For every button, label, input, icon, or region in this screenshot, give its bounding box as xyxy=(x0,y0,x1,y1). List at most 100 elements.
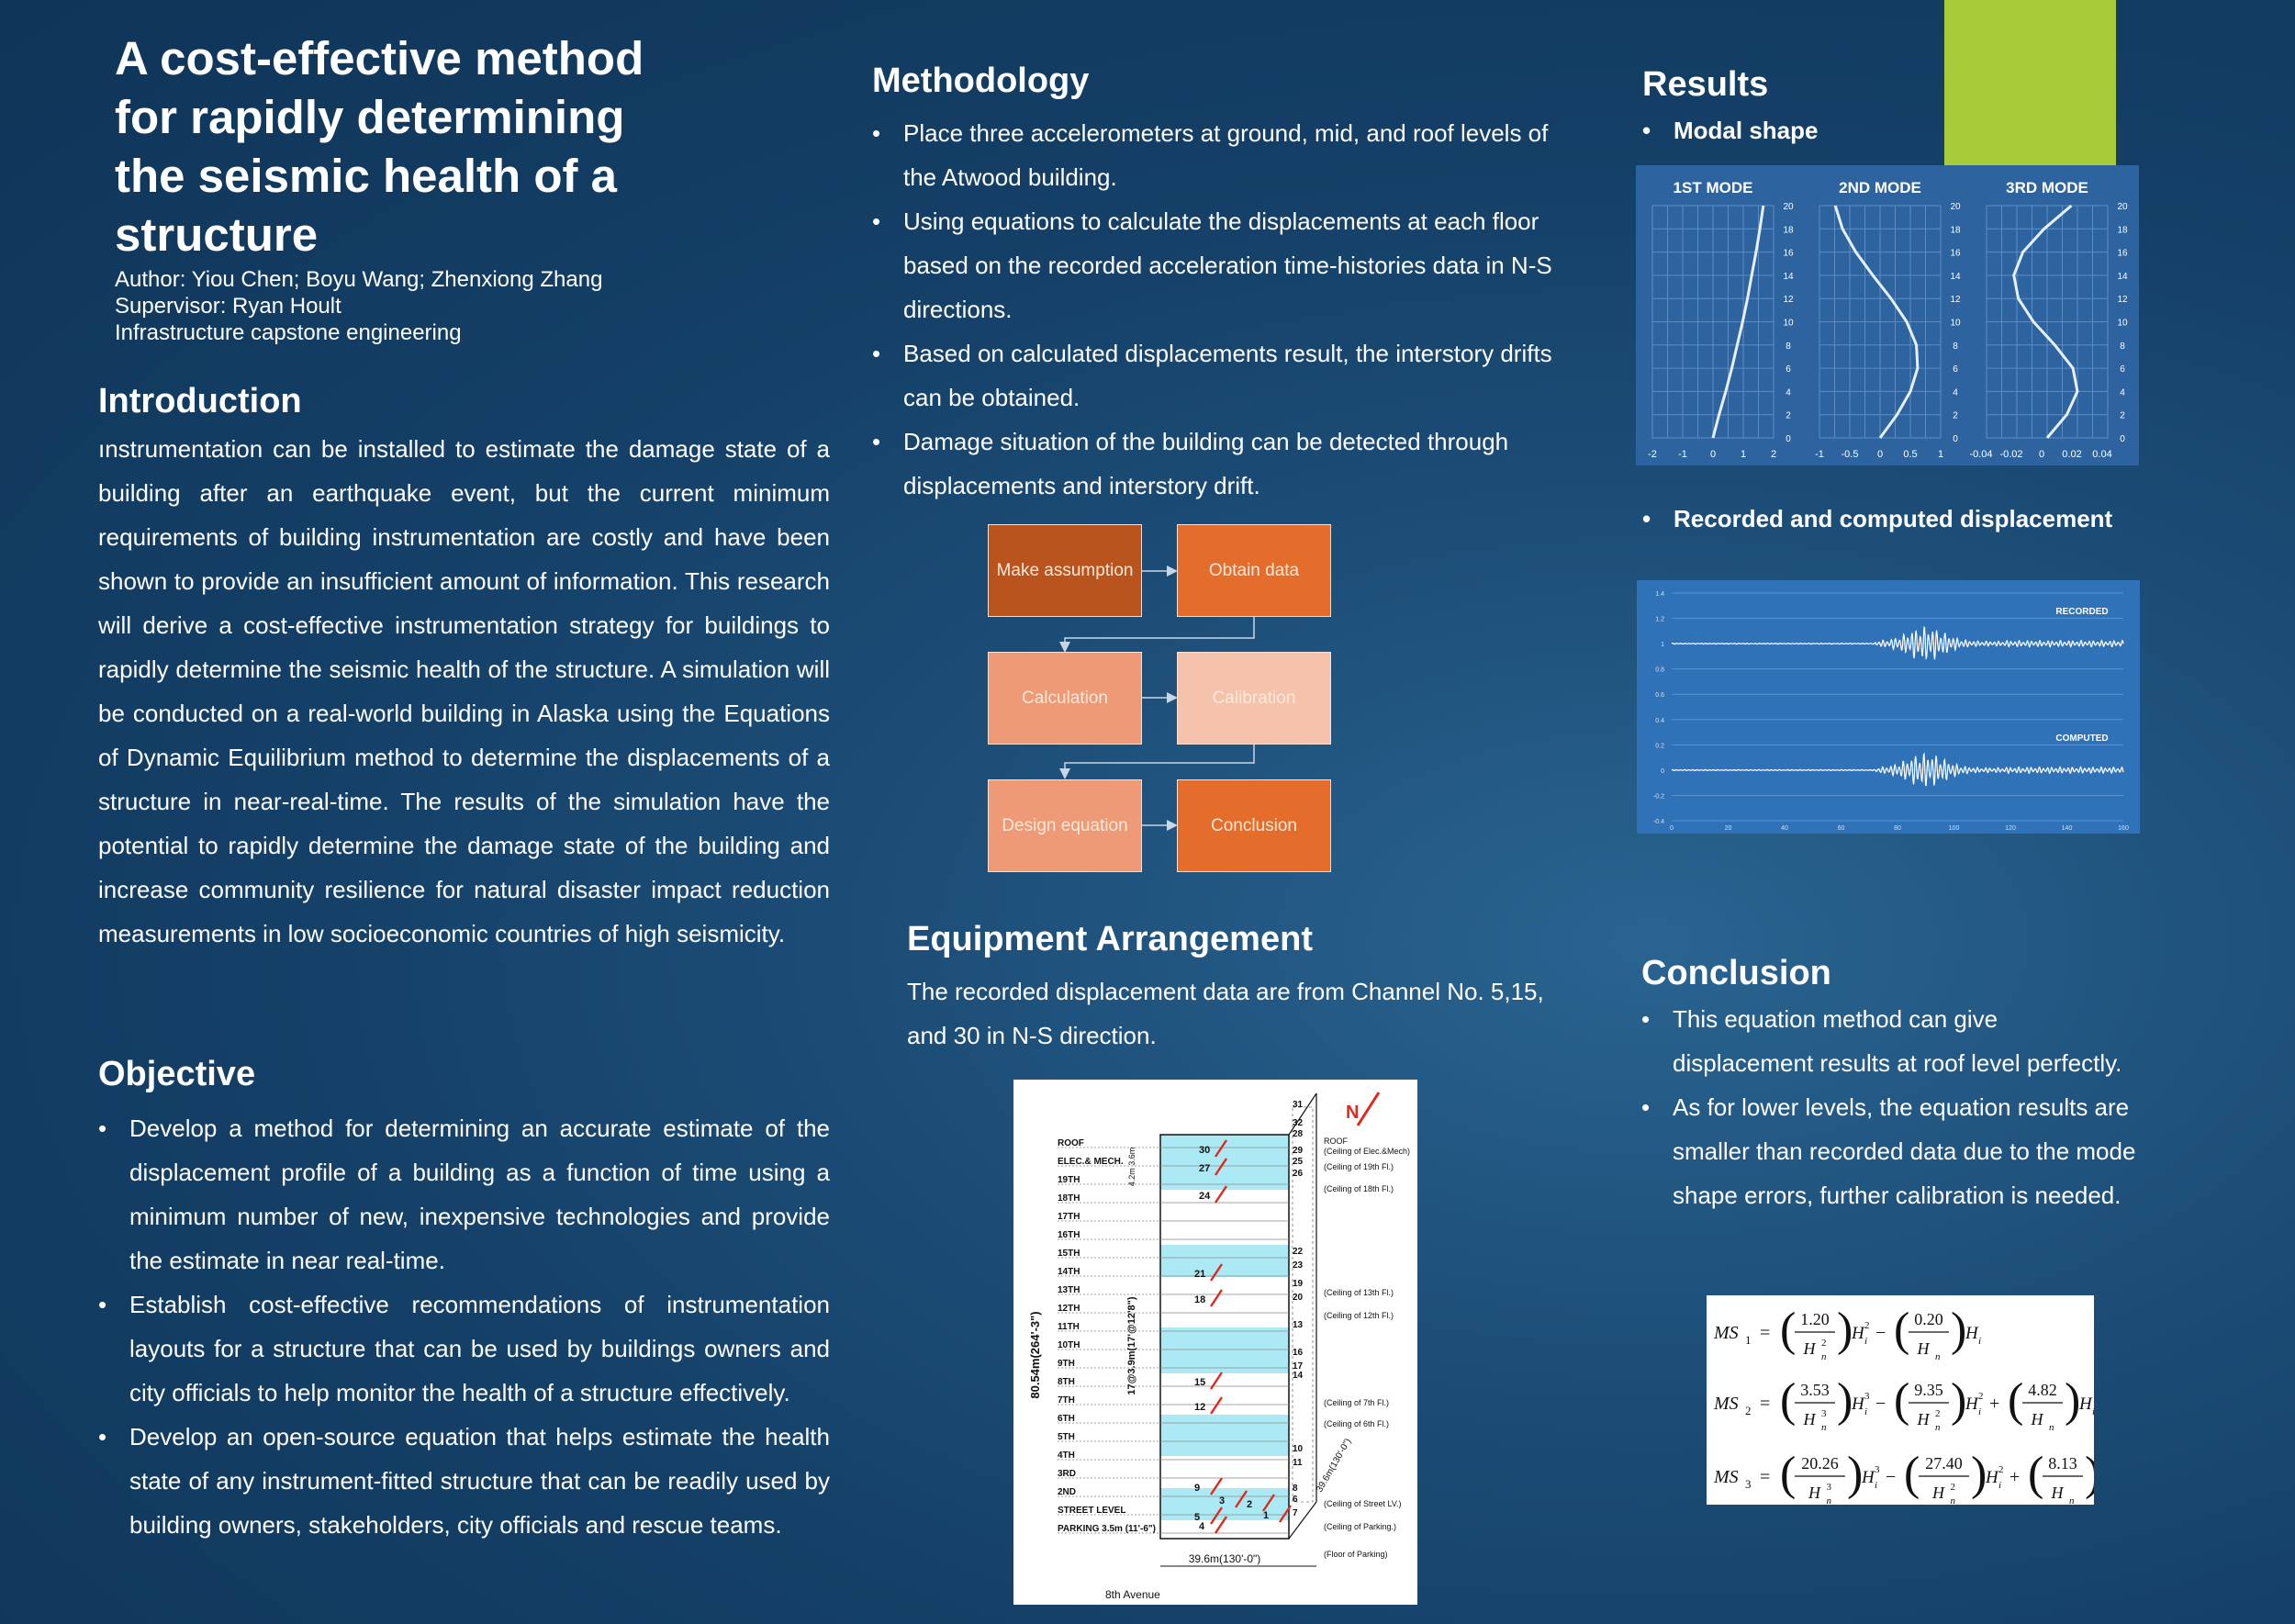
denominator-power: 3 xyxy=(1821,1408,1827,1419)
poster-title: A cost-effective method for rapidly dete… xyxy=(115,32,644,261)
floor-label: ROOF xyxy=(1058,1138,1084,1148)
numerator: 20.26 xyxy=(1801,1454,1839,1473)
channel-number: 4 xyxy=(1199,1521,1205,1532)
x-tick-label: 0 xyxy=(1670,825,1674,832)
floor-label: 12TH xyxy=(1058,1304,1080,1314)
channel-number: 7 xyxy=(1293,1508,1298,1518)
channel-number: 14 xyxy=(1293,1371,1304,1381)
mode-title: 1ST MODE xyxy=(1674,179,1753,196)
denominator-subscript: n xyxy=(1951,1495,1956,1505)
x-tick-label: -2 xyxy=(1648,449,1657,460)
channel-number: 18 xyxy=(1194,1294,1205,1305)
series-label: COMPUTED xyxy=(2055,734,2108,744)
x-tick-label: 0 xyxy=(1877,449,1883,460)
variable: H xyxy=(2078,1394,2093,1414)
y-tick-label: 0 xyxy=(1786,434,1791,444)
denominator-power: 2 xyxy=(1821,1338,1827,1349)
paren-open: ( xyxy=(1780,1304,1796,1356)
y-tick-label: 8 xyxy=(1786,342,1791,352)
y-tick-label: -0.2 xyxy=(1653,793,1664,800)
floor-label: 4TH xyxy=(1058,1450,1075,1461)
numerator: 27.40 xyxy=(1925,1454,1963,1473)
x-tick-label: -1 xyxy=(1678,449,1687,460)
x-tick-label: 0.5 xyxy=(1903,449,1917,460)
list-item: •Modal shape xyxy=(1642,117,1819,144)
list-item: •Develop an open-source equation that he… xyxy=(98,1423,830,1539)
paren-close: ) xyxy=(1837,1374,1853,1427)
y-tick-label: 20 xyxy=(1783,202,1794,212)
sensor-arrow xyxy=(1210,1477,1223,1495)
paren-close: ) xyxy=(1951,1304,1966,1356)
paren-close: ) xyxy=(2085,1448,2094,1500)
list-item: •Using equations to calculate the displa… xyxy=(872,207,1552,323)
x-tick-label: 0.04 xyxy=(2092,449,2111,460)
floor-label: 11TH xyxy=(1058,1322,1080,1332)
floor-note: (Ceiling of 19th Fl.) xyxy=(1324,1162,1394,1171)
results-modal-list: •Modal shape xyxy=(1642,108,2156,152)
channel-number: 5 xyxy=(1194,1512,1200,1523)
introduction-text: ınstrumentation can be installed to esti… xyxy=(98,435,830,947)
floor-note: (Ceiling of 6th Fl.) xyxy=(1324,1419,1389,1428)
variable-subscript: i xyxy=(1998,1480,2001,1491)
affiliation-line: Infrastructure capstone engineering xyxy=(115,320,462,345)
numerator: 4.82 xyxy=(2028,1381,2057,1399)
floor-label: 8TH xyxy=(1058,1377,1075,1387)
equipment-heading: Equipment Arrangement xyxy=(907,920,1313,958)
x-tick-label: -1 xyxy=(1815,449,1824,460)
paren-close: ) xyxy=(1837,1304,1853,1356)
x-tick-label: 120 xyxy=(2005,825,2016,832)
north-arrow xyxy=(1356,1092,1381,1126)
denominator-subscript: n xyxy=(1935,1351,1941,1362)
denominator-subscript: n xyxy=(2049,1422,2054,1433)
list-item: •Develop a method for determining an acc… xyxy=(98,1114,830,1274)
x-tick-label: 20 xyxy=(1725,825,1732,832)
conclusion-heading: Conclusion xyxy=(1641,954,1831,992)
denominator-power: 2 xyxy=(1935,1408,1941,1419)
channel-number: 23 xyxy=(1293,1260,1304,1271)
x-tick-label: 80 xyxy=(1894,825,1901,832)
denominator: H xyxy=(1917,1410,1931,1428)
mode-shape-line xyxy=(2012,204,2079,439)
paren-close: ) xyxy=(1847,1448,1863,1500)
equation-row: MS3=(20.26Hn3)Hi3−(27.40Hn2)Hi2+(8.13Hn)… xyxy=(1713,1448,2115,1506)
denominator-power: 2 xyxy=(1951,1482,1956,1493)
channel-number: 6 xyxy=(1293,1495,1298,1505)
denominator: H xyxy=(1803,1410,1817,1428)
paren-close: ) xyxy=(1951,1374,1966,1427)
channel-number: 19 xyxy=(1293,1279,1304,1289)
roof-dimension: 4.2m 3.6m xyxy=(1127,1148,1136,1187)
y-tick-label: 1 xyxy=(1661,642,1664,648)
y-tick-label: 14 xyxy=(2117,272,2128,282)
list-item: •Establish cost-effective recommendation… xyxy=(98,1291,830,1406)
equation-lhs: MS xyxy=(1713,1394,1739,1414)
floor-note: (Ceiling of 18th Fl.) xyxy=(1324,1184,1394,1193)
floor-note: (Ceiling of Street LV.) xyxy=(1324,1499,1402,1508)
numerator: 8.13 xyxy=(2048,1454,2077,1473)
channel-number: 29 xyxy=(1293,1146,1304,1156)
paren-open: ( xyxy=(1894,1304,1909,1356)
y-tick-label: 16 xyxy=(2117,249,2128,259)
y-tick-label: 2 xyxy=(1786,411,1791,421)
variable: H xyxy=(1965,1324,1979,1343)
variable-power: 2 xyxy=(1998,1464,2004,1475)
variable-subscript: i xyxy=(1978,1406,1981,1417)
channel-number: 12 xyxy=(1194,1402,1205,1413)
y-tick-label: 0.6 xyxy=(1655,692,1664,699)
variable: H xyxy=(1861,1468,1875,1487)
x-tick-label: 100 xyxy=(1949,825,1960,832)
operator: − xyxy=(1886,1467,1896,1487)
paren-close: ) xyxy=(1971,1448,1987,1500)
y-tick-label: 0 xyxy=(1953,434,1958,444)
list-item: •Recorded and computed displacement xyxy=(1642,505,2113,532)
floor-note: (Ceiling of 12th Fl.) xyxy=(1324,1311,1394,1320)
y-tick-label: 2 xyxy=(1953,411,1958,421)
x-tick-label: -0.04 xyxy=(1969,449,1992,460)
y-tick-label: 4 xyxy=(1953,387,1958,398)
floor-label: 15TH xyxy=(1058,1249,1080,1259)
floor-note: (Floor of Parking) xyxy=(1324,1550,1388,1559)
flow-step-obtain-data: Obtain data xyxy=(1177,524,1331,617)
